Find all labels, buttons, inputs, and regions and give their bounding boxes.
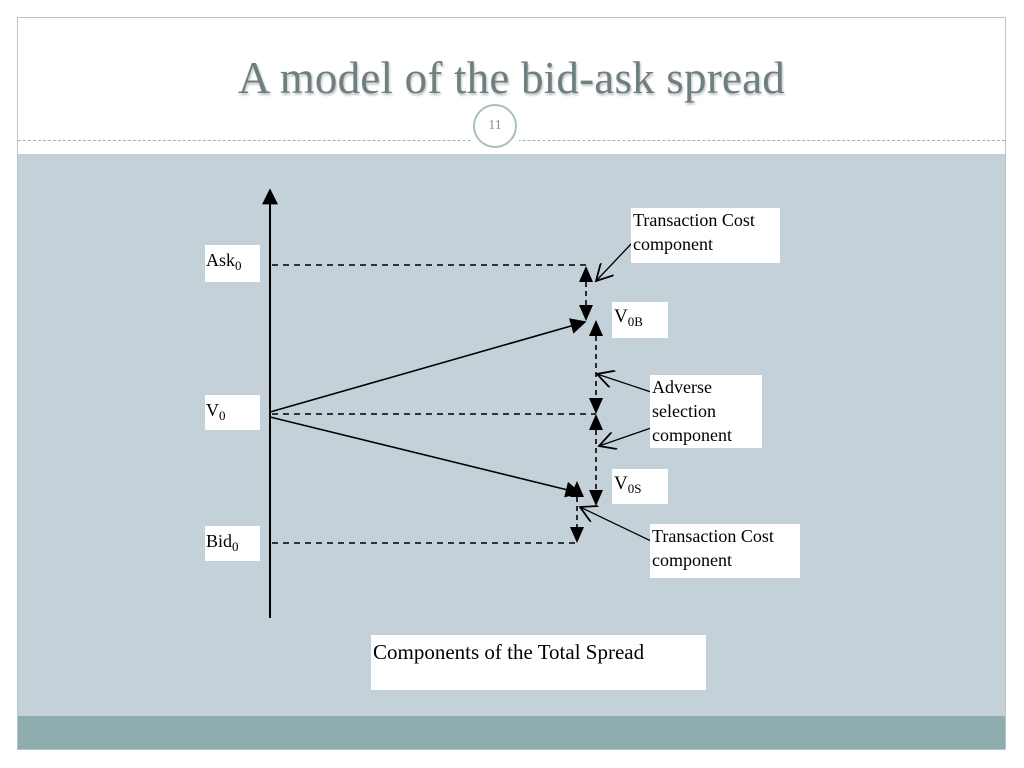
- page-number-badge: 11: [467, 98, 523, 154]
- lower-tc-arrowhead-up: [570, 481, 584, 497]
- transaction-cost-note-bottom: Transaction Cost component: [650, 524, 800, 578]
- slide-title: A model of the bid-ask spread: [238, 53, 785, 103]
- v0b-label: V0B: [612, 302, 668, 338]
- lower-tc-arrowhead-down: [570, 527, 584, 543]
- v0s-label-sub: 0S: [627, 481, 642, 496]
- callout-adverse-2: [599, 427, 652, 446]
- title-area: A model of the bid-ask spread: [18, 18, 1005, 141]
- upper-tc-arrowhead-up: [579, 266, 593, 282]
- diagram-caption: Components of the Total Spread: [371, 635, 706, 690]
- lower-as-arrowhead-up: [589, 414, 603, 430]
- upper-as-arrowhead-down: [589, 398, 603, 414]
- callout-lower-tc: [580, 507, 652, 542]
- upper-as-arrowhead-up: [589, 320, 603, 336]
- ask-label: Ask0: [205, 245, 260, 282]
- callout-upper-tc: [596, 242, 633, 281]
- ask-label-text: Ask: [206, 250, 236, 270]
- arrow-to-v0s: [269, 416, 582, 498]
- transaction-cost-note-top: Transaction Cost component: [631, 208, 780, 263]
- v0s-label-text: V: [614, 473, 628, 494]
- upper-tc-arrowhead-down: [579, 305, 593, 321]
- content-area: [18, 154, 1005, 716]
- v0b-label-text: V: [614, 306, 628, 327]
- v0-label-sub: 0: [219, 408, 226, 423]
- v0-label-text: V: [206, 400, 219, 420]
- ask-label-sub: 0: [235, 258, 242, 273]
- bid-label-text: Bid: [206, 531, 233, 551]
- bid-label: Bid0: [205, 526, 260, 561]
- v0s-label: V0S: [612, 469, 668, 504]
- v0b-label-sub: 0B: [627, 314, 643, 329]
- footer-band: [18, 716, 1005, 749]
- arrow-to-v0b: [269, 318, 587, 413]
- page-number: 11: [473, 104, 517, 148]
- v0-label: V0: [205, 395, 260, 430]
- callout-adverse-1: [597, 374, 652, 393]
- adverse-selection-note: Adverse selection component: [650, 375, 762, 448]
- bid-label-sub: 0: [232, 539, 239, 554]
- lower-as-arrowhead-down: [589, 490, 603, 506]
